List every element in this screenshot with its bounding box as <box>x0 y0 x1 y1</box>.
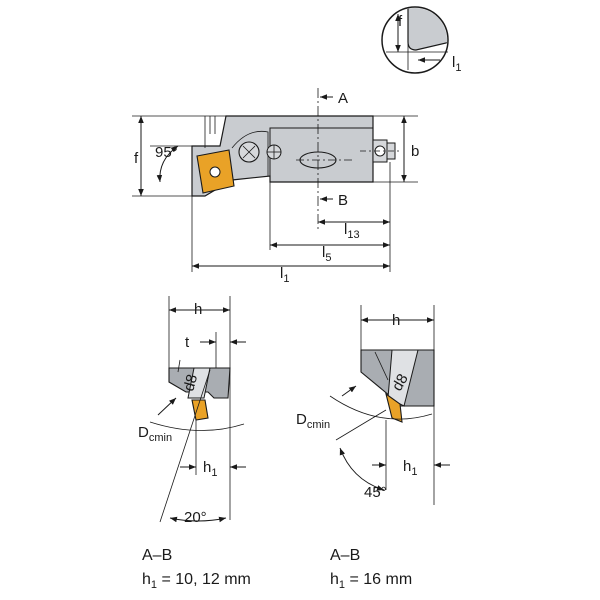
h1-left-label: h1 <box>203 459 217 479</box>
h-left-label: h <box>194 301 202 318</box>
d8-right-label: d8 <box>389 371 412 394</box>
angle-20-label: 20° <box>184 509 207 526</box>
l13-label: l13 <box>344 221 360 241</box>
section-a-label: A <box>338 90 348 107</box>
right-section-caption: A–B <box>330 547 360 564</box>
detail-view: f l1 <box>381 6 461 74</box>
insert <box>385 392 403 423</box>
b-label: b <box>411 143 419 160</box>
section-right: h d8 Dcmin h1 45° A–B h1 = 16 mm <box>296 305 450 591</box>
t-label: t <box>185 334 190 351</box>
dcmin-left-label: Dcmin <box>138 424 172 444</box>
h-right-label: h <box>392 312 400 329</box>
left-h1-caption: h1 = 10, 12 mm <box>142 571 251 591</box>
angle-95-label: 95° <box>155 144 178 161</box>
f-label: f <box>134 150 139 167</box>
l1-detail-label: l1 <box>452 54 461 74</box>
insert-hole-icon <box>209 166 221 178</box>
side-view: A B f 95° b l13 l5 l1 <box>132 88 419 285</box>
section-b-label: B <box>338 192 348 209</box>
left-section-caption: A–B <box>142 547 172 564</box>
section-left: h t d8 Dcmin h1 20° A–B h1 = 10, 12 mm <box>138 296 251 591</box>
l5-label: l5 <box>322 244 331 264</box>
dcmin-right-label: Dcmin <box>296 411 330 431</box>
right-h1-caption: h1 = 16 mm <box>330 571 412 591</box>
d8-left-label: d8 <box>180 373 201 394</box>
angle-45-label: 45° <box>364 484 387 501</box>
h1-right-label: h1 <box>403 458 417 478</box>
f-detail-label: f <box>398 13 403 30</box>
insert <box>191 399 209 421</box>
l1-label: l1 <box>280 265 289 285</box>
